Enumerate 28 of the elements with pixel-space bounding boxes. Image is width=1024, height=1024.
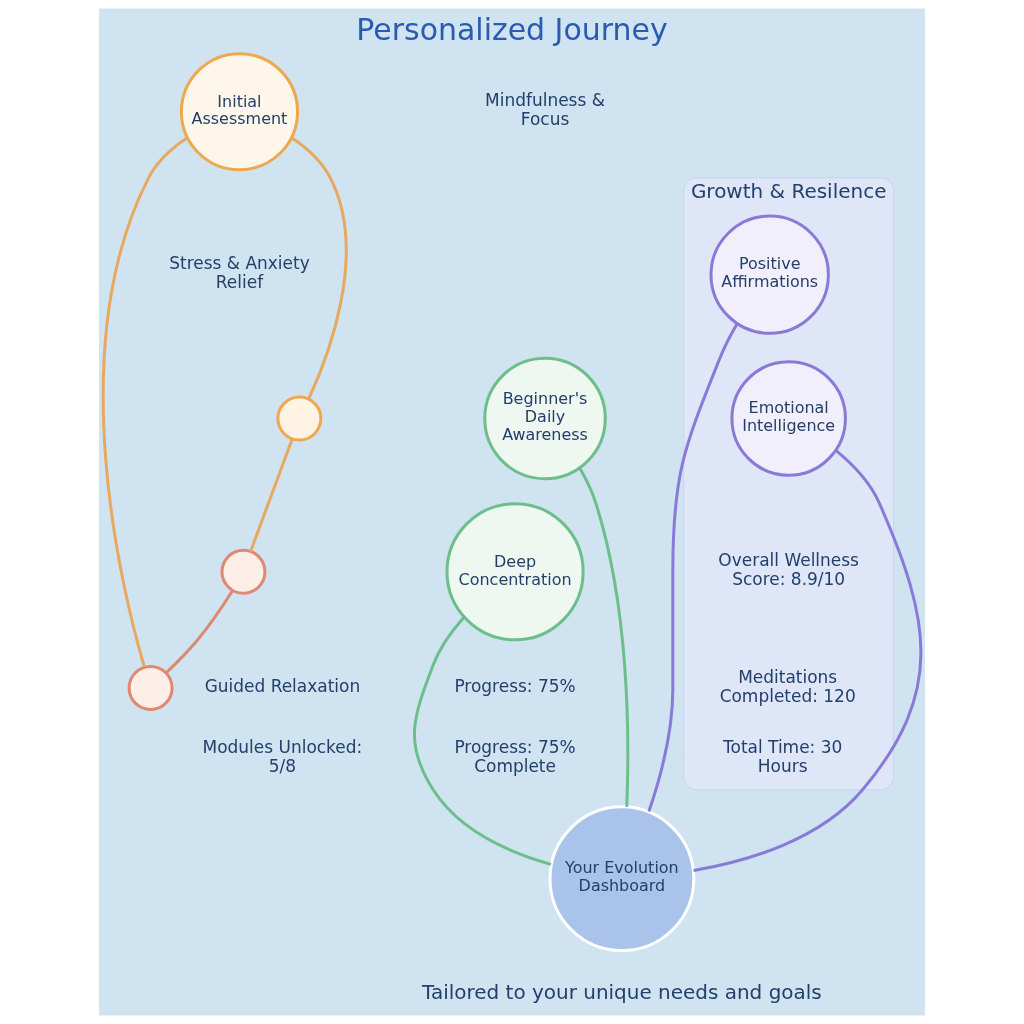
label: Meditations Completed: 120 xyxy=(719,666,856,706)
connector xyxy=(165,589,234,674)
connector xyxy=(249,438,294,552)
diagram-title: Personalized Journey xyxy=(356,12,668,48)
node-circle xyxy=(276,395,323,442)
node-circle xyxy=(127,665,174,711)
connector xyxy=(693,449,923,872)
label: Progress: 75% xyxy=(454,676,576,697)
connector xyxy=(647,323,739,813)
node-circle: Your Evolution Dashboard xyxy=(548,805,696,953)
caption: Tailored to your unique needs and goals xyxy=(422,979,822,1004)
label: Guided Relaxation xyxy=(204,676,361,697)
label: Mindfulness & Focus xyxy=(485,90,605,130)
label: Total Time: 30 Hours xyxy=(723,737,843,777)
connector xyxy=(413,616,552,866)
node-circle: Emotional Intelligence xyxy=(730,360,847,477)
node-circle: Beginner's Daily Awareness xyxy=(483,356,607,481)
label: Modules Unlocked: 5/8 xyxy=(202,737,363,777)
node-circle: Deep Concentration xyxy=(445,502,585,642)
node-circle: Initial Assessment xyxy=(179,52,300,172)
label: Stress & Anxiety Relief xyxy=(169,253,310,293)
connector xyxy=(578,467,630,807)
label: Overall Wellness Score: 8.9/10 xyxy=(718,550,859,590)
connector xyxy=(101,136,189,668)
node-circle xyxy=(220,548,267,595)
node-circle: Positive Affirmations xyxy=(709,214,830,335)
connector xyxy=(290,136,348,400)
label: Progress: 75% Complete xyxy=(454,737,576,777)
